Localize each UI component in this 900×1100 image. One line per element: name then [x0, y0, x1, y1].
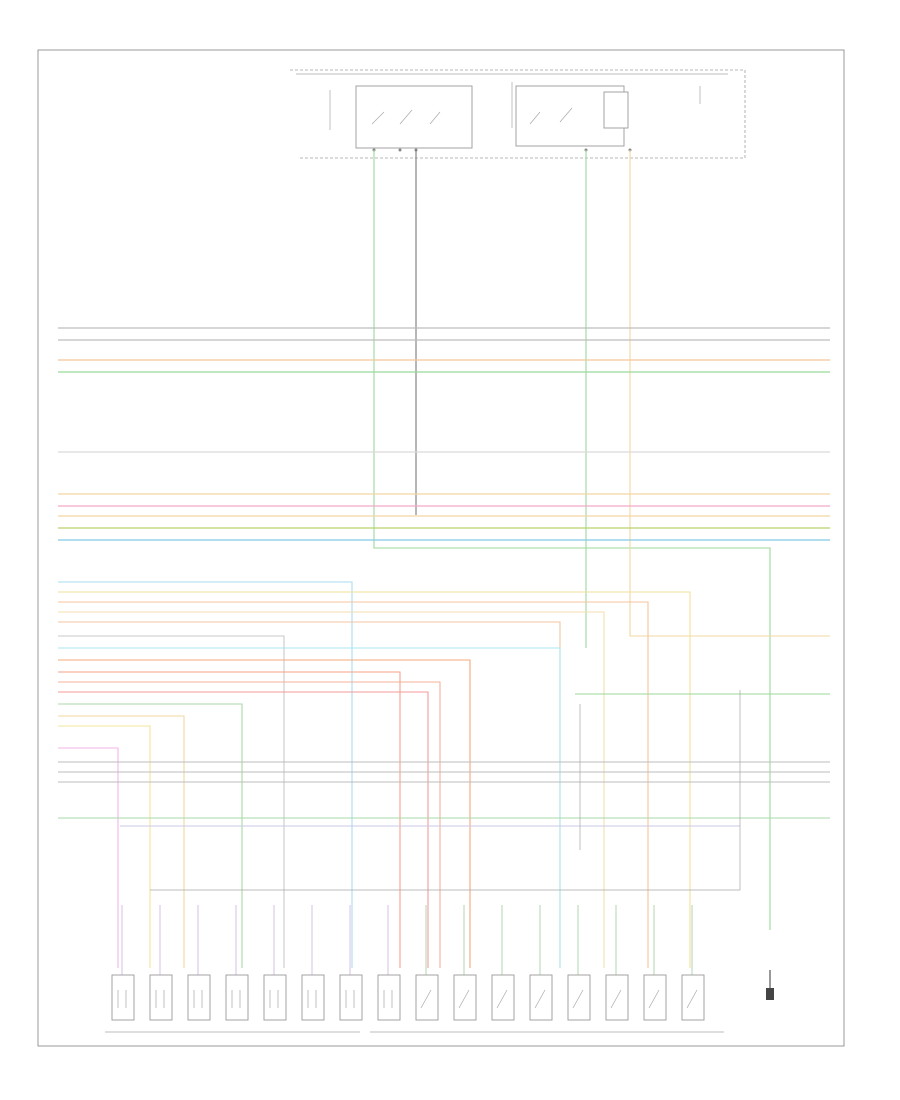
injector-symbol — [193, 990, 203, 1008]
wire-drop-4 — [629, 150, 830, 637]
coil-symbol — [686, 989, 698, 1009]
fuel-injector — [149, 974, 173, 1021]
fuel-injector — [339, 974, 363, 1021]
relay-contacts — [371, 109, 441, 125]
relay-contacts-2 — [529, 107, 573, 125]
injector-symbol — [269, 990, 279, 1008]
lower-wire-group — [58, 581, 691, 968]
harness-wire — [58, 659, 471, 968]
injector-symbol — [155, 990, 165, 1008]
fuel-injector — [377, 974, 401, 1021]
ground-bars — [58, 690, 830, 891]
harness-wire — [58, 591, 691, 968]
splice — [398, 148, 402, 152]
coil-symbol — [610, 989, 622, 1009]
ground-symbol — [766, 988, 774, 1000]
fuse-box — [603, 91, 629, 129]
harness-wire — [58, 671, 401, 968]
injector-symbol — [231, 990, 241, 1008]
harness-wire — [58, 681, 441, 968]
fuel-injector — [187, 974, 211, 1021]
harness-wire — [58, 601, 649, 968]
harness-wire — [58, 611, 605, 968]
harness-wire — [58, 581, 353, 968]
coil-symbol — [496, 989, 508, 1009]
coil-symbol — [458, 989, 470, 1009]
pcm-relay-module — [355, 85, 473, 149]
relay-feeds — [329, 82, 701, 130]
coil-symbol — [572, 989, 584, 1009]
fuel-injector — [301, 974, 325, 1021]
vertical-drop-wires — [373, 150, 830, 930]
harness-returns — [150, 690, 741, 891]
harness-wire — [58, 647, 561, 968]
harness-wire — [58, 621, 561, 968]
harness-wire — [58, 725, 151, 968]
wire-drop-1 — [373, 150, 771, 930]
fuel-injector — [263, 974, 287, 1021]
harness-wire — [58, 635, 285, 968]
injector-symbol — [345, 990, 355, 1008]
injector-symbol — [117, 990, 127, 1008]
harness-wire — [58, 715, 185, 968]
component-row — [111, 905, 774, 1021]
injector-symbol — [383, 990, 393, 1008]
coil-symbol — [420, 989, 432, 1009]
fuel-injector — [111, 974, 135, 1021]
harness-wire — [58, 747, 119, 968]
coil-symbol — [648, 989, 660, 1009]
top-module-area — [290, 69, 746, 159]
diagram-frame — [37, 49, 845, 1047]
power-distribution-boundary — [290, 69, 746, 159]
coil-symbol — [534, 989, 546, 1009]
fuel-injector — [225, 974, 249, 1021]
harness-wire — [58, 691, 429, 968]
injector-symbol — [307, 990, 317, 1008]
bus-wire-group — [58, 327, 830, 541]
harness-wire — [58, 703, 243, 968]
